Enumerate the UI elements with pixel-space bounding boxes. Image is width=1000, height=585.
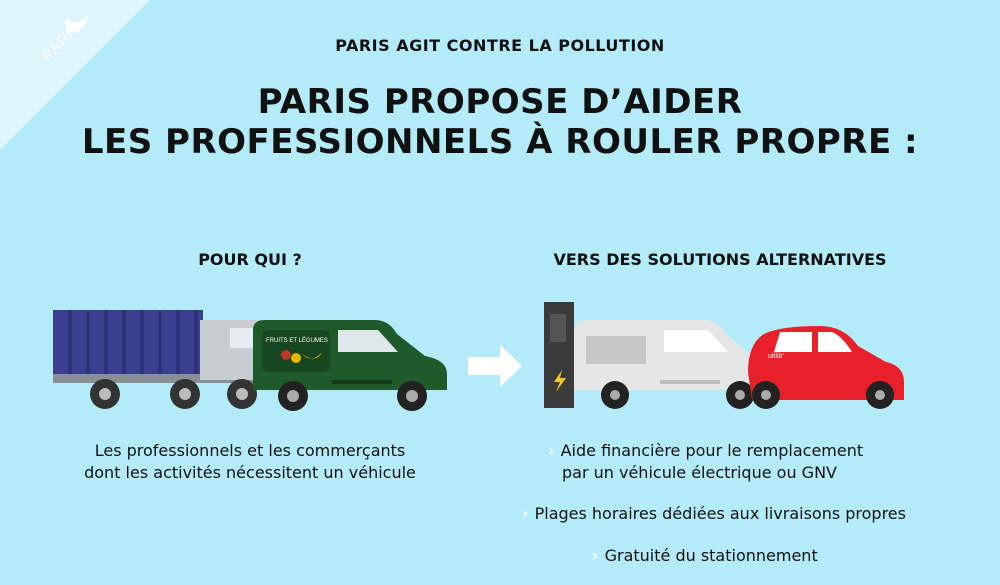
chevron-right-icon: › [548,441,555,460]
supertitle: PARIS AGIT CONTRE LA POLLUTION [335,36,665,55]
white-electric-van-illustration [574,320,768,409]
red-electric-car-illustration: utilib' [748,326,904,409]
paris-logo-boat-icon [65,16,88,32]
bullet-delivery-hours: › Plages horaires dédiées aux livraisons … [522,503,906,525]
van-sign-text: FRUITS ET LÉGUMES [266,337,328,344]
left-section-title: POUR QUI ? [198,250,302,269]
bullet-financial-aid: › Aide financière pour le remplacement pa… [548,440,863,484]
headline-line-1: PARIS PROPOSE D’AIDER [257,82,743,122]
target-audience-description: Les professionnels et les commerçants do… [40,440,460,484]
headline-line-2: LES PROFESSIONNELS À ROULER PROPRE : [81,122,919,162]
polluting-vehicles-illustration: FRUITS ET LÉGUMES [53,310,447,411]
right-section-title: VERS DES SOLUTIONS ALTERNATIVES [553,250,887,269]
bullet-text: Plages horaires dédiées aux livraisons p… [534,504,906,523]
arrow-right-icon [468,345,522,387]
car-logo-text: utilib' [768,353,784,360]
paris-corner-logo: PARIS [0,0,150,150]
description-line-1: Les professionnels et les commerçants [94,441,406,460]
headline: PARIS PROPOSE D’AIDER LES PROFESSIONNELS… [0,82,1000,162]
bullet-text: Gratuité du stationnement [604,546,818,565]
clean-vehicles-illustration: utilib' [544,302,904,409]
chevron-right-icon: › [592,546,599,565]
green-delivery-van-illustration: FRUITS ET LÉGUMES [253,320,447,411]
truck-illustration [53,310,262,409]
bullet-text-line-2: par un véhicule électrique ou GNV [562,463,837,482]
lightning-bolt-icon [554,370,566,392]
bullet-text: Aide financière pour le remplacement [560,441,864,460]
bullet-free-parking: › Gratuité du stationnement [592,545,818,567]
description-line-2: dont les activités nécessitent un véhicu… [84,463,416,482]
chevron-right-icon: › [522,504,529,523]
charging-station-illustration [544,302,574,408]
